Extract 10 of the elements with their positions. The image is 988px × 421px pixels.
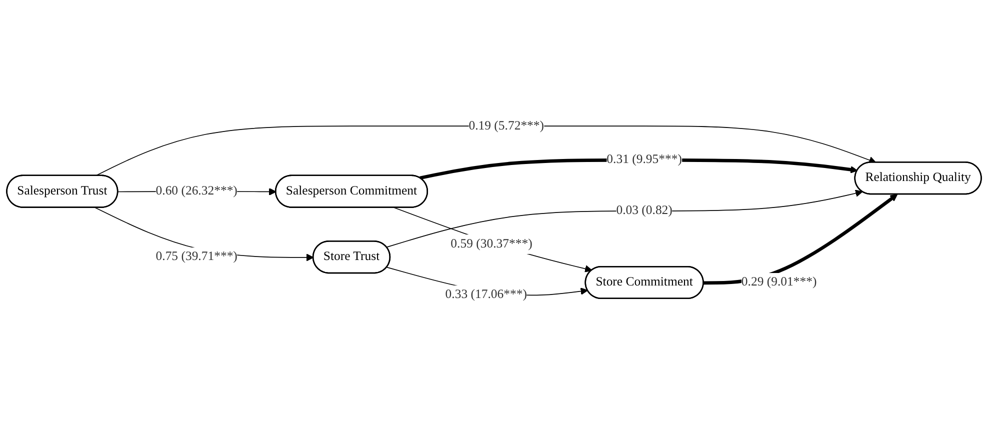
edge-label: 0.75 (39.71***) [156,250,238,264]
edge-label: 0.03 (0.82) [616,204,672,218]
arrow [386,190,863,248]
edge-label: 0.60 (26.32***) [156,184,238,198]
arrow [394,207,592,272]
edge-label: 0.33 (17.06***) [445,288,527,302]
edge-label: 0.59 (30.37***) [450,237,532,251]
edge-label: 0.31 (9.95***) [606,153,682,167]
edge-label: 0.29 (9.01***) [741,276,817,290]
edge-label: 0.19 (5.72***) [468,119,544,133]
